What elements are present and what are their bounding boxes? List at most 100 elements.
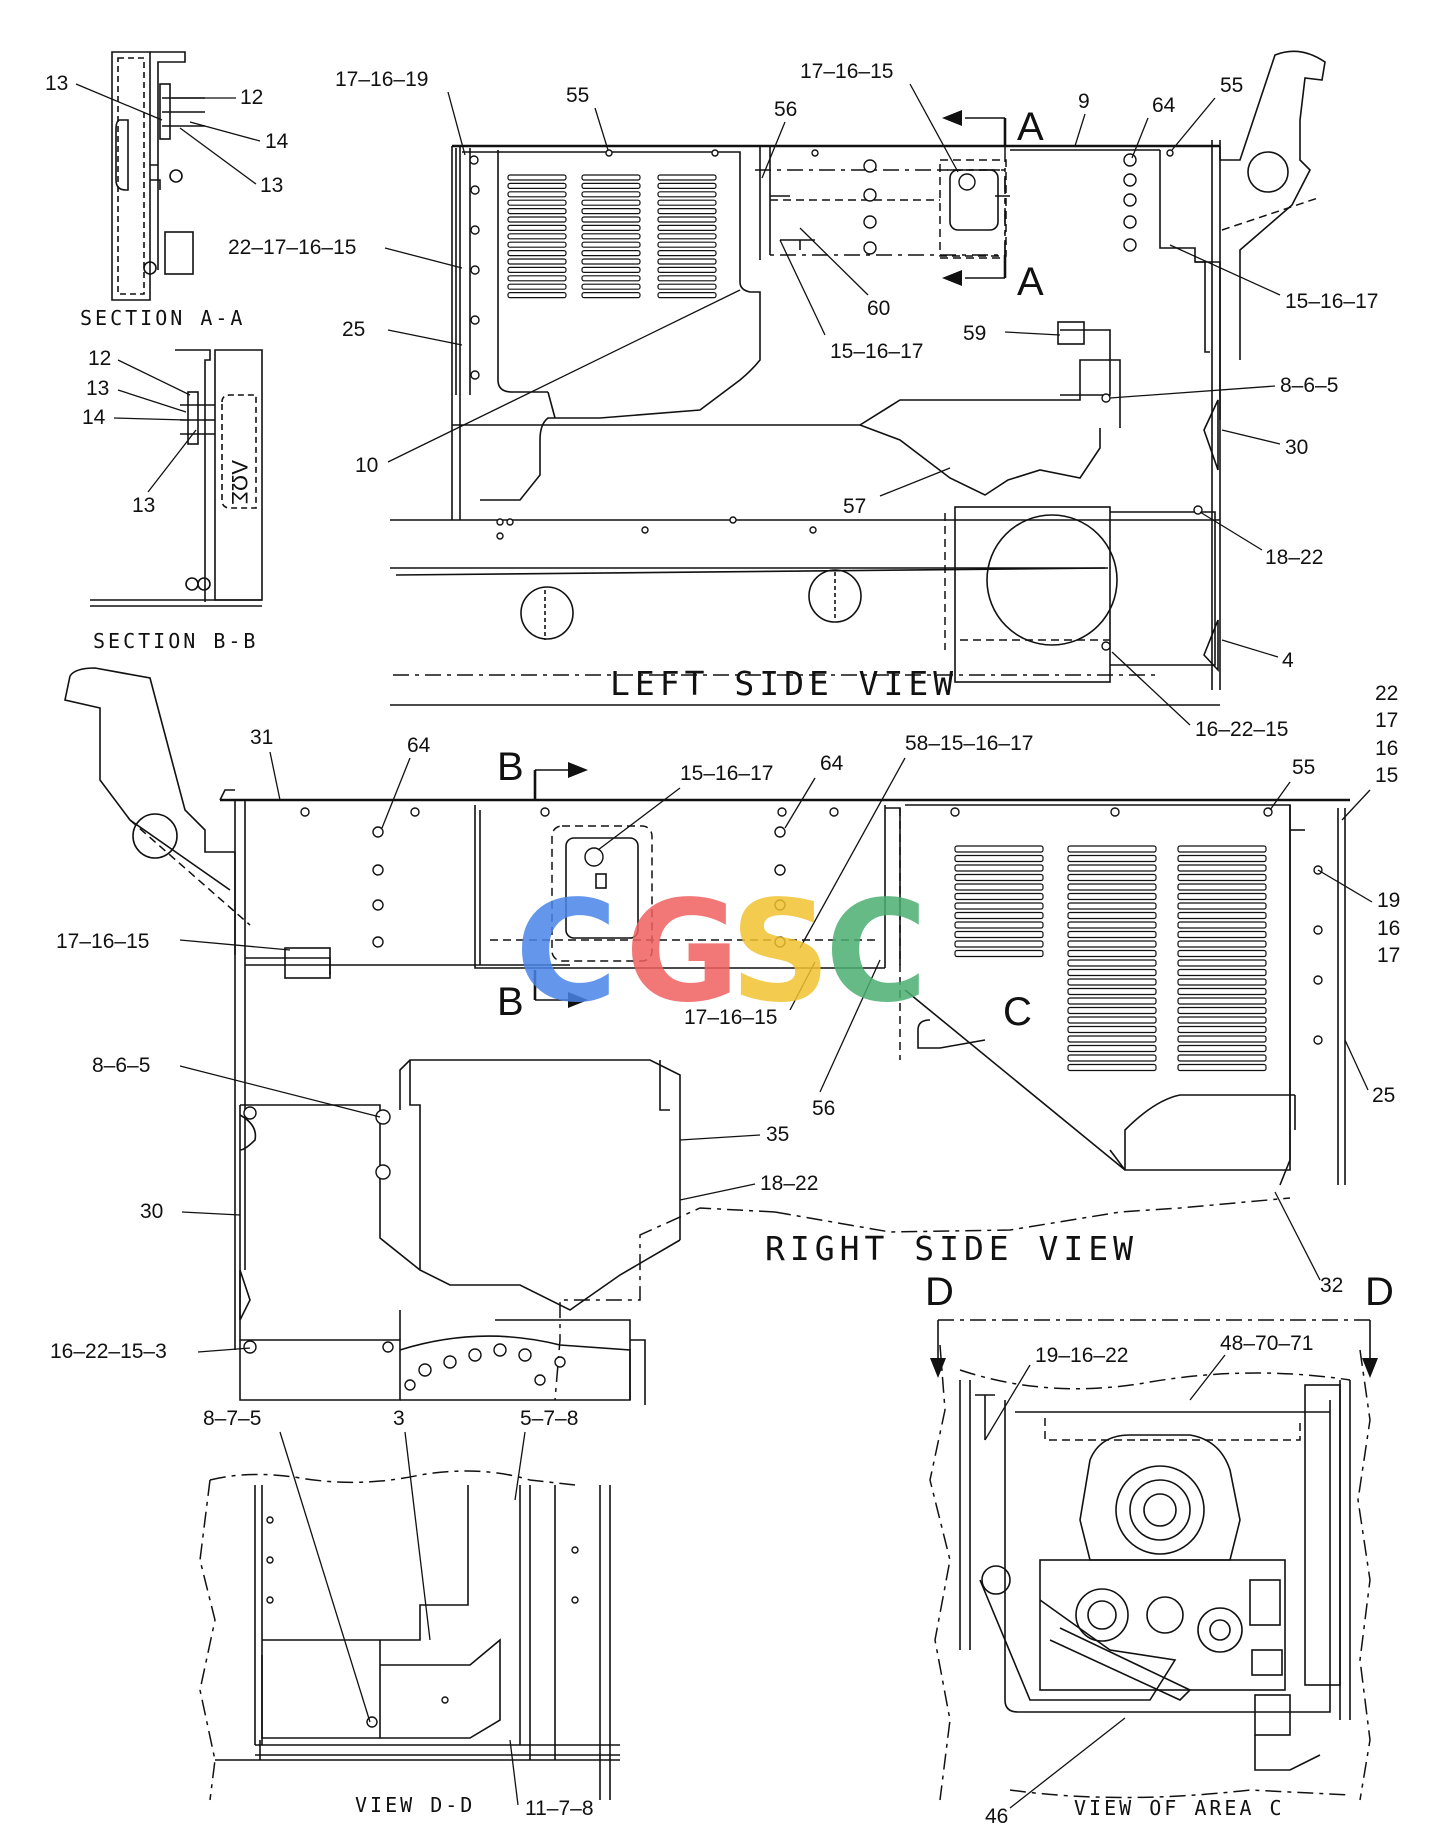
vent-slat (954, 854, 1044, 863)
callout-9: 9 (1078, 90, 1090, 113)
vent-slat (1067, 930, 1157, 939)
vent-slat (1177, 930, 1267, 939)
callout-17-16-15-top: 17–16–15 (800, 60, 893, 83)
callout-56: 56 (812, 1097, 835, 1120)
watermark-letter-g: G (625, 871, 740, 1034)
section-marker-d-right: D (1365, 1270, 1394, 1314)
vent-slat (1067, 921, 1157, 929)
right-vent-group (954, 845, 1267, 1072)
vent-slat (1177, 921, 1267, 929)
vent-slat (1067, 1044, 1157, 1053)
view-area-c-title: VIEW OF AREA C (1074, 1796, 1285, 1820)
callout-12: 12 (240, 86, 263, 109)
vent-slat (1177, 1006, 1267, 1015)
callout-55: 55 (566, 84, 589, 107)
callout-55-right: 55 (1220, 74, 1243, 97)
vent-slat (1177, 883, 1267, 891)
vent-slat (1067, 873, 1157, 882)
vent-slat (1067, 978, 1157, 986)
left-side-view-drawing (390, 50, 1326, 706)
left-vent-group-bars (507, 174, 717, 299)
callout-10: 10 (355, 454, 378, 477)
vent-slat (1067, 845, 1157, 853)
section-bb-title: SECTION B-B (93, 629, 258, 653)
vent-slat (581, 182, 641, 189)
vent-slat (657, 275, 717, 282)
vent-slat (657, 199, 717, 206)
vent-slat (1067, 864, 1157, 872)
vent-slat (581, 191, 641, 198)
callout-17-16-15-left: 17–16–15 (56, 930, 149, 953)
callout-58-15-16-17: 58–15–16–17 (905, 732, 1033, 755)
vent-slat (954, 845, 1044, 853)
watermark-letter-s: S (730, 871, 831, 1034)
vent-slat (954, 864, 1044, 872)
vent-slat (581, 250, 641, 257)
vent-slat (1177, 892, 1267, 901)
vent-slat (657, 258, 717, 265)
callout-17: 17 (1375, 709, 1398, 732)
vent-slat (657, 224, 717, 231)
vent-slat (581, 292, 641, 299)
vent-slat (507, 250, 567, 257)
vent-slat (657, 283, 717, 290)
left-side-callouts: 17–16–19 55 56 17–16–15 9 64 55 22–17–16… (228, 60, 1378, 741)
vent-slat (1177, 902, 1267, 910)
section-bb-drawing: ΛΩΣ (90, 349, 263, 607)
vent-slat (1177, 1054, 1267, 1062)
callout-55: 55 (1292, 756, 1315, 779)
vent-slat (1067, 997, 1157, 1005)
vent-slat (581, 199, 641, 206)
callout-60: 60 (867, 297, 890, 320)
vent-slat (1067, 987, 1157, 996)
vent-slat (657, 241, 717, 248)
view-dd-title: VIEW D-D (355, 1793, 475, 1817)
vent-slat (1177, 1063, 1267, 1072)
callout-3: 3 (393, 1407, 405, 1430)
vent-slat (1177, 864, 1267, 872)
vent-slat (1067, 892, 1157, 901)
vent-slat (1067, 854, 1157, 863)
callout-18-22: 18–22 (1265, 546, 1323, 569)
callout-13: 13 (132, 494, 155, 517)
callout-57: 57 (843, 495, 866, 518)
section-markers: A A B B C (497, 105, 1044, 1034)
vent-slat (954, 902, 1044, 910)
view-dd-drawing (199, 1470, 620, 1801)
vent-slat (954, 949, 1044, 958)
vent-slat (507, 224, 567, 231)
vent-slat (1177, 1025, 1267, 1034)
vent-slat (581, 233, 641, 240)
vent-slat (1067, 959, 1157, 967)
callout-15-16-17-right: 15–16–17 (1285, 290, 1378, 313)
callout-64: 64 (1152, 94, 1176, 117)
vent-slat (954, 921, 1044, 929)
bolt-holes (243, 149, 1323, 1391)
vent-slat (507, 292, 567, 299)
vent-slat (1177, 873, 1267, 882)
callout-15-16-17-mid: 15–16–17 (830, 340, 923, 363)
view-area-c-callouts: 19–16–22 48–70–71 46 VIEW OF AREA C D D (925, 1270, 1394, 1828)
vent-slat (1067, 1025, 1157, 1034)
vent-slat (657, 233, 717, 240)
vent-slat (1067, 902, 1157, 910)
callout-16-b: 16 (1377, 917, 1400, 940)
callout-25: 25 (1372, 1084, 1395, 1107)
vent-slat (507, 199, 567, 206)
vent-slat (954, 873, 1044, 882)
vent-slat (507, 266, 567, 273)
callout-48-70-71: 48–70–71 (1220, 1332, 1313, 1355)
callout-15-16-17: 15–16–17 (680, 762, 773, 785)
callout-11-7-8: 11–7–8 (525, 1797, 594, 1820)
callout-19: 19 (1377, 889, 1400, 912)
vent-slat (581, 216, 641, 223)
section-aa-drawing (111, 51, 205, 301)
vent-slat (954, 940, 1044, 948)
vent-slat (1067, 883, 1157, 891)
callout-16-22-15: 16–22–15 (1195, 718, 1288, 741)
callout-46: 46 (985, 1805, 1008, 1828)
vent-slat (581, 283, 641, 290)
callout-35: 35 (766, 1123, 789, 1146)
callout-15: 15 (1375, 764, 1398, 787)
section-marker-b-bottom: B (497, 980, 524, 1024)
